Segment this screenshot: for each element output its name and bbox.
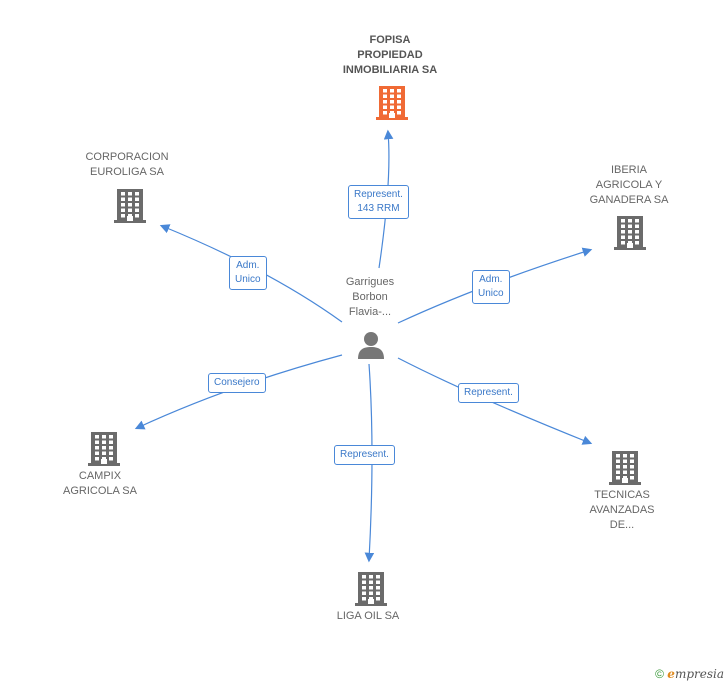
edge-label-corporacion[interactable]: Adm. Unico <box>229 256 267 290</box>
node-label-tecnicas[interactable]: TECNICAS AVANZADAS DE... <box>562 488 682 533</box>
node-label-line: INMOBILIARIA SA <box>342 64 438 76</box>
edge-label-line: Unico <box>235 274 261 285</box>
edge-label-line: Adm. <box>236 260 260 271</box>
edge-label-line: Consejero <box>214 377 260 388</box>
center-name-line: Flavia-... <box>348 306 392 318</box>
edge-label-liga[interactable]: Represent. <box>334 445 395 465</box>
node-label-iberia[interactable]: IBERIA AGRICOLA Y GANADERA SA <box>569 163 689 208</box>
edge-label-iberia[interactable]: Adm. Unico <box>472 270 510 304</box>
edge-label-line: Represent. <box>340 449 389 460</box>
node-label-fopisa[interactable]: FOPISA PROPIEDAD INMOBILIARIA SA <box>315 33 465 78</box>
building-icon[interactable] <box>609 449 641 490</box>
building-icon[interactable] <box>114 187 146 228</box>
node-label-line: GANADERA SA <box>589 194 669 206</box>
edge-label-line: 143 RRM <box>357 203 400 214</box>
brand-initial: e <box>667 667 675 681</box>
center-name-line: Garrigues <box>345 276 395 288</box>
copyright-symbol: © <box>655 667 664 681</box>
edge-label-line: Adm. <box>479 274 503 285</box>
edge-label-campix[interactable]: Consejero <box>208 373 266 393</box>
node-label-line: TECNICAS <box>594 489 650 501</box>
edge-label-line: Unico <box>478 288 504 299</box>
node-label-line: PROPIEDAD <box>357 49 423 61</box>
edge-label-tecnicas[interactable]: Represent. <box>458 383 519 403</box>
edge-label-line: Represent. <box>464 387 513 398</box>
node-label-corporacion[interactable]: CORPORACION EUROLIGA SA <box>67 150 187 180</box>
node-label-line: CAMPIX <box>78 470 122 482</box>
building-icon[interactable] <box>88 430 120 471</box>
footer-brand: © empresia <box>655 667 724 681</box>
node-label-line: LIGA OIL SA <box>336 610 400 622</box>
node-label-line: DE... <box>609 519 635 531</box>
node-label-liga[interactable]: LIGA OIL SA <box>308 609 428 624</box>
edge-label-line: Represent. <box>354 189 403 200</box>
building-icon[interactable] <box>614 214 646 255</box>
brand-rest: mpresia <box>674 667 724 681</box>
center-name-line: Borbon <box>352 291 388 303</box>
node-label-line: AVANZADAS <box>589 504 655 516</box>
node-label-line: CORPORACION <box>85 151 169 163</box>
node-label-line: IBERIA <box>610 164 648 176</box>
center-person-name[interactable]: Garrigues Borbon Flavia-... <box>320 275 420 320</box>
edge-label-fopisa[interactable]: Represent. 143 RRM <box>348 185 409 219</box>
node-label-line: FOPISA <box>369 34 411 46</box>
building-icon[interactable] <box>376 84 408 125</box>
node-label-line: AGRICOLA Y <box>595 179 663 191</box>
building-icon[interactable] <box>355 570 387 611</box>
brand-logo: empresia <box>667 667 724 681</box>
person-icon[interactable] <box>356 330 386 360</box>
node-label-line: AGRICOLA SA <box>63 485 137 497</box>
node-label-campix[interactable]: CAMPIX AGRICOLA SA <box>40 469 160 499</box>
node-label-line: EUROLIGA SA <box>90 166 164 178</box>
